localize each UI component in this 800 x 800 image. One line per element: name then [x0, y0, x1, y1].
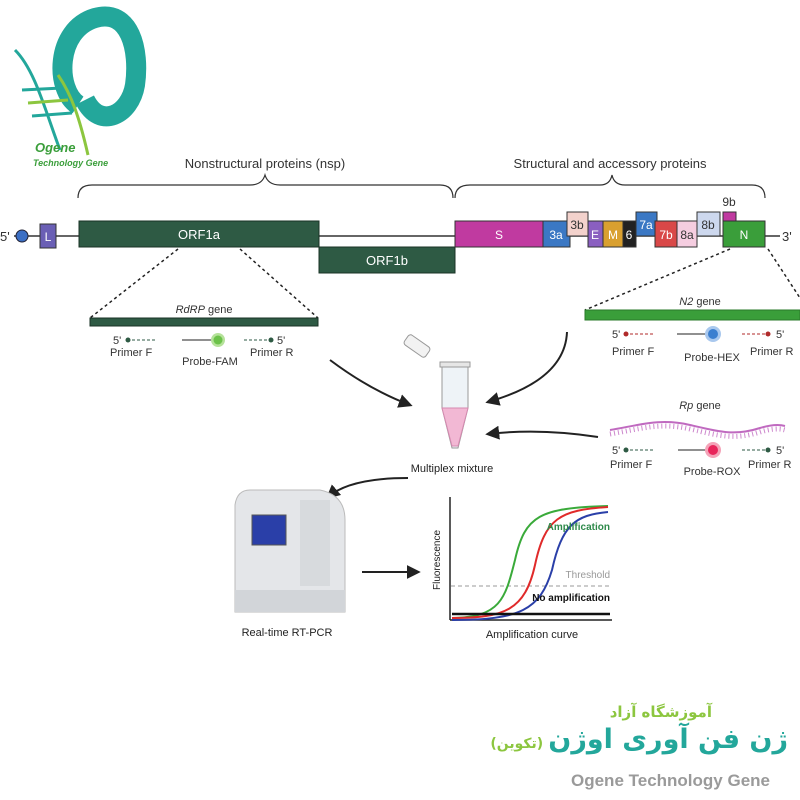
threshold-label: Threshold: [566, 570, 610, 581]
gene-N: N: [740, 228, 749, 242]
rp-primer-f: Primer F: [610, 459, 652, 471]
rdrp-probe: Probe-FAM: [182, 356, 238, 368]
gene-orf1b: ORF1b: [366, 253, 408, 268]
structural-brace: [454, 174, 766, 199]
gene-L: L: [45, 230, 52, 244]
curve-blue: [451, 511, 609, 621]
svg-text:5': 5': [776, 329, 784, 341]
footer-main-row: ژن فن آوری اوژن (تکوین): [490, 724, 788, 755]
logo-line2: Technology Gene: [33, 158, 108, 168]
gene-9b: 9b: [722, 195, 736, 209]
gene-8b: 8b: [701, 218, 715, 232]
svg-text:5': 5': [612, 445, 620, 457]
n2-primer-r: Primer R: [750, 346, 793, 358]
gene-7b: 7b: [659, 228, 673, 242]
structural-label: Structural and accessory proteins: [514, 156, 707, 171]
gene-6: 6: [626, 228, 633, 242]
rp-probe: Probe-ROX: [684, 466, 742, 478]
n2-primer-f: Primer F: [612, 346, 654, 358]
rdrp-primer-f: Primer F: [110, 347, 152, 359]
no-amplification-label: No amplification: [532, 593, 610, 604]
rp-gene-name: Rp: [679, 400, 693, 412]
gene-7a: 7a: [639, 218, 653, 232]
svg-text:5': 5': [277, 335, 285, 347]
gene-3b: 3b: [570, 218, 584, 232]
footer-english: Ogene Technology Gene: [571, 771, 770, 790]
mixture-label: Multiplex mixture: [411, 463, 494, 475]
n2-probe: Probe-HEX: [684, 352, 740, 364]
footer-main: ژن فن آوری اوژن: [548, 724, 788, 755]
rt-pcr-machine-icon: [234, 489, 346, 613]
gene-S: S: [495, 228, 503, 242]
cap-icon: [15, 229, 29, 243]
gene-3a: 3a: [549, 228, 563, 242]
flow-arrows: [325, 331, 599, 579]
plot-xlabel: Amplification curve: [486, 629, 578, 641]
gene-E: E: [591, 228, 599, 242]
curve-green: [451, 505, 609, 619]
n2-gene-name: N2: [679, 296, 693, 308]
svg-text:N2 gene: N2 gene: [679, 296, 721, 308]
gene-orf1a: ORF1a: [178, 227, 221, 242]
gene-8a: 8a: [680, 228, 694, 242]
svg-text:RdRP gene: RdRP gene: [176, 304, 233, 316]
nsp-label: Nonstructural proteins (nsp): [185, 156, 345, 171]
genome-map: 5' L ORF1a ORF1b S 3a 3b E M 6 7a 7b 8a …: [0, 195, 792, 274]
rdrp-gene-name: RdRP: [176, 304, 206, 316]
svg-text:Rp gene: Rp gene: [679, 400, 721, 412]
three-prime-label: 3': [782, 229, 792, 244]
machine-label: Real-time RT-PCR: [242, 627, 333, 639]
nsp-brace: [77, 172, 454, 199]
gene-M: M: [608, 228, 618, 242]
tube-icon: [403, 334, 471, 449]
n2-assay: N2 gene 5' Primer F Probe-HEX 5' Primer …: [584, 296, 800, 364]
plot-ylabel: Fluorescence: [432, 530, 443, 590]
zoom-lines: [89, 248, 800, 319]
rdrp-primer-r: Primer R: [250, 347, 293, 359]
ogene-logo: Ogene Technology Gene: [13, 6, 147, 168]
logo-line1: Ogene: [35, 140, 75, 155]
svg-text:5': 5': [612, 329, 620, 341]
footer-paren: (تکوین): [490, 736, 544, 752]
footer-small: آموزشگاه آزاد: [609, 703, 712, 721]
amplification-label: Amplification: [547, 522, 610, 533]
rp-assay: Rp gene 5' Primer F Probe-ROX 5' Primer …: [609, 400, 791, 478]
svg-text:5': 5': [113, 335, 121, 347]
amplification-plot: Fluorescence Amplification Threshold No …: [432, 497, 612, 641]
svg-text:5': 5': [776, 445, 784, 457]
rdrp-assay: RdRP gene 5' Primer F Probe-FAM 5' Prime…: [89, 304, 319, 368]
five-prime-label: 5': [0, 229, 10, 244]
rp-primer-r: Primer R: [748, 459, 791, 471]
